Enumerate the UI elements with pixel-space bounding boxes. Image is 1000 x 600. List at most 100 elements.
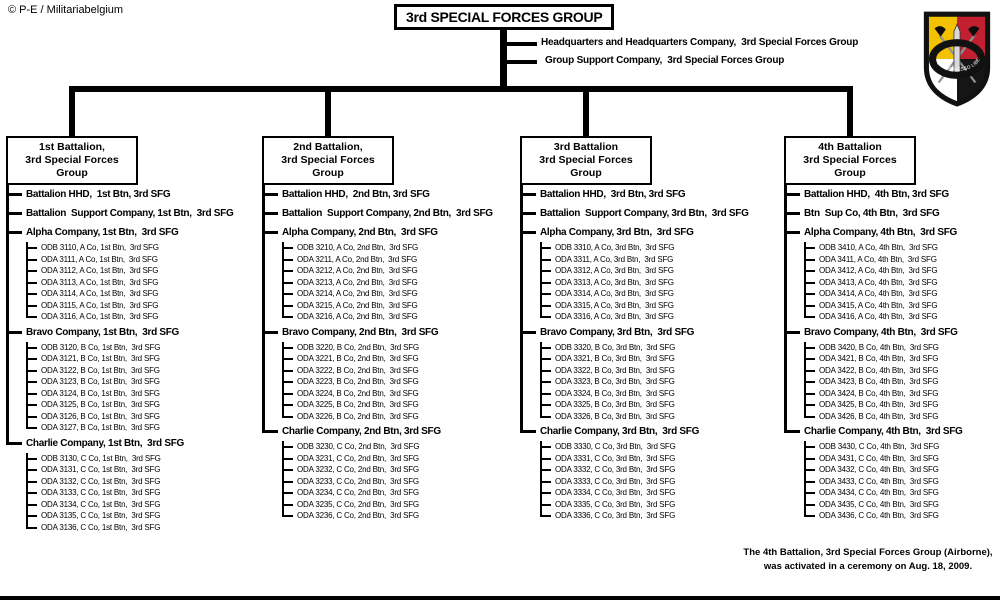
team-label: ODA 3425, B Co, 4th Btn, 3rd SFG <box>819 400 939 409</box>
unit-label: Battalion HHD, 2nd Btn, 3rd SFG <box>282 189 430 200</box>
team-label: ODA 3416, A Co, 4th Btn, 3rd SFG <box>819 312 938 321</box>
unit-label: Charlie Company, 1st Btn, 3rd SFG <box>26 437 184 449</box>
team-label: ODA 3332, C Co, 3rd Btn, 3rd SFG <box>555 465 676 474</box>
unit-label: Alpha Company, 4th Btn, 3rd SFG <box>804 227 958 238</box>
team-label: ODA 3126, B Co, 1st Btn, 3rd SFG <box>41 411 160 421</box>
team-label: ODB 3230, C Co, 2nd Btn, 3rd SFG <box>297 442 420 451</box>
unit-label: Battalion Support Company, 2nd Btn, 3rd … <box>282 208 493 219</box>
team-row: ODB 3420, B Co, 4th Btn, 3rd SFG <box>804 341 1000 354</box>
team-label: ODA 3232, C Co, 2nd Btn, 3rd SFG <box>297 465 419 474</box>
team-label: ODA 3436, C Co, 4th Btn, 3rd SFG <box>819 511 939 520</box>
team-row: ODA 3127, B Co, 1st Btn, 3rd SFG <box>26 422 262 434</box>
team-row: ODA 3315, A Co, 3rd Btn, 3rd SFG <box>540 299 776 312</box>
team-label: ODA 3136, C Co, 1st Btn, 3rd SFG <box>41 522 161 532</box>
team-row: ODB 3410, A Co, 4th Btn, 3rd SFG <box>804 242 1000 254</box>
footnote-line1: The 4th Battalion, 3rd Special Forces Gr… <box>743 547 993 558</box>
unit-row: Bravo Company, 4th Btn, 3rd SFG ODB 3420,… <box>784 322 1000 423</box>
battalion-box-box_line2: 3rd Special Forces Group <box>539 154 633 179</box>
unit-label: Btn Sup Co, 4th Btn, 3rd SFG <box>804 208 940 219</box>
team-row: ODA 3321, B Co, 3rd Btn, 3rd SFG <box>540 353 776 365</box>
team-label: ODB 3320, B Co, 3rd Btn, 3rd SFG <box>555 342 676 352</box>
team-row: ODA 3334, C Co, 3rd Btn, 3rd SFG <box>540 487 776 499</box>
connector-drop <box>69 92 75 136</box>
unit-label: Bravo Company, 1st Btn, 3rd SFG <box>26 326 180 338</box>
unit-row: Charlie Company, 1st Btn, 3rd SFG ODB 313… <box>6 433 262 534</box>
team-row: ODA 3313, A Co, 3rd Btn, 3rd SFG <box>540 276 776 289</box>
unit-label: Charlie Company, 3rd Btn, 3rd SFG <box>540 426 700 437</box>
team-label: ODA 3426, B Co, 4th Btn, 3rd SFG <box>819 411 939 421</box>
team-label: ODA 3235, C Co, 2nd Btn, 3rd SFG <box>297 499 419 509</box>
team-row: ODA 3314, A Co, 3rd Btn, 3rd SFG <box>540 288 776 300</box>
team-row: ODB 3330, C Co, 3rd Btn, 3rd SFG <box>540 441 776 453</box>
copyright-text: © P-E / Militariabelgium <box>8 4 124 16</box>
unit-label: Battalion HHD, 4th Btn, 3rd SFG <box>804 189 949 200</box>
unit-label: Battalion Support Company, 1st Btn, 3rd … <box>26 208 234 219</box>
team-label: ODA 3234, C Co, 2nd Btn, 3rd SFG <box>297 488 419 497</box>
team-label: ODB 3420, B Co, 4th Btn, 3rd SFG <box>819 342 939 352</box>
team-row: ODA 3323, B Co, 3rd Btn, 3rd SFG <box>540 376 776 388</box>
unit-row: Battalion HHD, 4th Btn, 3rd SFG <box>784 185 1000 204</box>
team-row: ODA 3133, C Co, 1st Btn, 3rd SFG <box>26 487 262 499</box>
unit-label: Alpha Company, 2nd Btn, 3rd SFG <box>282 227 438 238</box>
team-label: ODA 3422, B Co, 4th Btn, 3rd SFG <box>819 365 939 375</box>
team-label: ODB 3330, C Co, 3rd Btn, 3rd SFG <box>555 442 676 451</box>
team-row: ODA 3121, B Co, 1st Btn, 3rd SFG <box>26 353 262 365</box>
team-label: ODA 3333, C Co, 3rd Btn, 3rd SFG <box>555 476 676 486</box>
team-row: ODA 3433, C Co, 4th Btn, 3rd SFG <box>804 475 1000 488</box>
team-row: ODA 3434, C Co, 4th Btn, 3rd SFG <box>804 487 1000 499</box>
team-row: ODB 3130, C Co, 1st Btn, 3rd SFG <box>26 452 262 465</box>
team-row: ODA 3422, B Co, 4th Btn, 3rd SFG <box>804 364 1000 377</box>
team-label: ODA 3326, B Co, 3rd Btn, 3rd SFG <box>555 411 675 421</box>
team-label: ODA 3225, B Co, 2nd Btn, 3rd SFG <box>297 400 419 409</box>
team-label: ODA 3236, C Co, 2nd Btn, 3rd SFG <box>297 511 419 520</box>
team-row: ODA 3424, B Co, 4th Btn, 3rd SFG <box>804 387 1000 400</box>
battalion-box-box_line2: 3rd Special Forces Group <box>803 154 897 179</box>
battalion-unit-list: Battalion HHD, 4th Btn, 3rd SFG Btn Sup C… <box>784 185 1000 522</box>
unit-label: Bravo Company, 4th Btn, 3rd SFG <box>804 326 958 338</box>
unit-label: Alpha Company, 1st Btn, 3rd SFG <box>26 227 179 238</box>
team-row: ODA 3435, C Co, 4th Btn, 3rd SFG <box>804 498 1000 511</box>
team-label: ODA 3413, A Co, 4th Btn, 3rd SFG <box>819 277 938 287</box>
team-label: ODA 3221, B Co, 2nd Btn, 3rd SFG <box>297 354 419 363</box>
team-row: ODA 3215, A Co, 2nd Btn, 3rd SFG <box>282 299 518 312</box>
team-row: ODA 3115, A Co, 1st Btn, 3rd SFG <box>26 299 262 312</box>
team-label: ODA 3133, C Co, 1st Btn, 3rd SFG <box>41 488 161 497</box>
team-label: ODA 3431, C Co, 4th Btn, 3rd SFG <box>819 453 939 463</box>
battalion-box-box_line1: 3rd Battalion <box>553 141 619 153</box>
team-row: ODA 3324, B Co, 3rd Btn, 3rd SFG <box>540 387 776 400</box>
team-label: ODA 3121, B Co, 1st Btn, 3rd SFG <box>41 354 160 363</box>
team-label: ODA 3135, C Co, 1st Btn, 3rd SFG <box>41 511 161 520</box>
team-label: ODA 3423, B Co, 4th Btn, 3rd SFG <box>819 377 939 386</box>
unit-label: Charlie Company, 2nd Btn, 3rd SFG <box>282 426 441 437</box>
team-label: ODA 3335, C Co, 3rd Btn, 3rd SFG <box>555 499 676 509</box>
team-label: ODA 3212, A Co, 2nd Btn, 3rd SFG <box>297 266 418 275</box>
team-label: ODA 3311, A Co, 3rd Btn, 3rd SFG <box>555 254 674 264</box>
team-row: ODA 3113, A Co, 1st Btn, 3rd SFG <box>26 276 262 289</box>
team-row: ODA 3326, B Co, 3rd Btn, 3rd SFG <box>540 410 776 423</box>
team-label: ODA 3211, A Co, 2nd Btn, 3rd SFG <box>297 254 417 264</box>
team-row: ODB 3430, C Co, 4th Btn, 3rd SFG <box>804 441 1000 453</box>
connector-bus <box>69 86 853 92</box>
team-row: ODA 3126, B Co, 1st Btn, 3rd SFG <box>26 410 262 423</box>
team-label: ODB 3410, A Co, 4th Btn, 3rd SFG <box>819 243 938 252</box>
team-label: ODA 3334, C Co, 3rd Btn, 3rd SFG <box>555 488 676 497</box>
connector-branch-hhc <box>503 42 537 46</box>
footnote-line2: was activated in a ceremony on Aug. 18, … <box>763 561 973 572</box>
team-row: ODA 3414, A Co, 4th Btn, 3rd SFG <box>804 288 1000 300</box>
team-row: ODA 3112, A Co, 1st Btn, 3rd SFG <box>26 265 262 277</box>
unit-row: Battalion HHD, 2nd Btn, 3rd SFG <box>262 185 518 204</box>
unit-label: Alpha Company, 3rd Btn, 3rd SFG <box>540 227 694 238</box>
team-label: ODA 3226, B Co, 2nd Btn, 3rd SFG <box>297 411 419 421</box>
team-label: ODA 3134, C Co, 1st Btn, 3rd SFG <box>41 499 161 509</box>
team-row: ODA 3431, C Co, 4th Btn, 3rd SFG <box>804 452 1000 465</box>
team-label: ODA 3123, B Co, 1st Btn, 3rd SFG <box>41 377 160 386</box>
team-row: ODA 3331, C Co, 3rd Btn, 3rd SFG <box>540 452 776 465</box>
team-row: ODA 3312, A Co, 3rd Btn, 3rd SFG <box>540 265 776 277</box>
team-row: ODA 3111, A Co, 1st Btn, 3rd SFG <box>26 253 262 266</box>
